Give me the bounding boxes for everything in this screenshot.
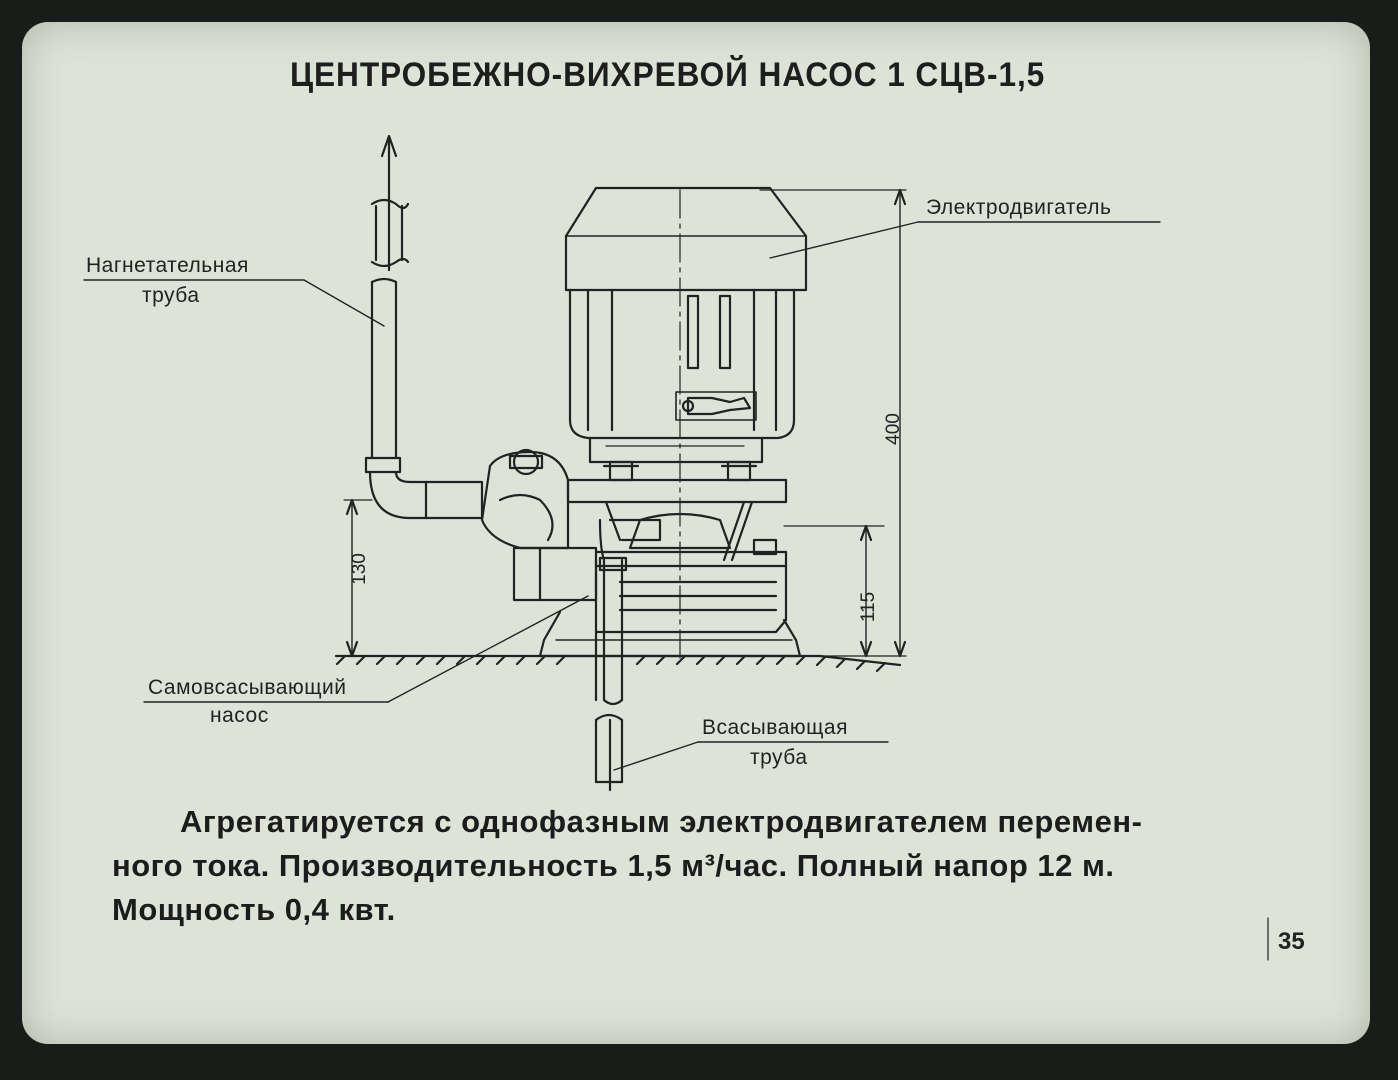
suction-pipe-label-line2: труба <box>750 746 808 769</box>
page-number: 35 <box>1278 928 1305 955</box>
motor-label: Электродвигатель <box>926 196 1112 219</box>
slide-frame <box>22 22 1370 1044</box>
caption-line-2: ного тока. Производительность 1,5 м³/час… <box>112 848 1115 883</box>
caption: Агрегатируется с однофазным электродвига… <box>112 800 1250 932</box>
page-title: ЦЕНТРОБЕЖНО-ВИХРЕВОЙ НАСОС 1 СЦВ-1,5 <box>290 56 1046 94</box>
dimension-400 <box>759 188 907 658</box>
suction-assembly <box>594 518 662 792</box>
suction-pipe-label-line1: Всасывающая <box>702 716 848 739</box>
leader-lines <box>83 221 1161 771</box>
motor-body <box>568 288 796 464</box>
caption-line-3: Мощность 0,4 квт. <box>112 892 396 927</box>
discharge-pipe-label-line1: Нагнетательная <box>86 254 249 277</box>
caption-line-1: Агрегатируется с однофазным электродвига… <box>180 804 1143 839</box>
dimension-400-value: 400 <box>882 413 904 445</box>
discharge-assembly <box>364 134 570 550</box>
pump-casing <box>512 512 802 658</box>
pump-label-line2: насос <box>210 704 269 727</box>
dimension-130 <box>343 498 373 658</box>
motor-hood <box>564 186 808 292</box>
dimension-115 <box>783 524 885 658</box>
ground-line <box>334 654 902 673</box>
dimension-115-value: 115 <box>858 591 880 623</box>
pump-label-line1: Самовсасывающий <box>148 676 347 699</box>
dimension-130-value: 130 <box>348 553 370 585</box>
discharge-pipe-label-line2: труба <box>142 284 200 307</box>
